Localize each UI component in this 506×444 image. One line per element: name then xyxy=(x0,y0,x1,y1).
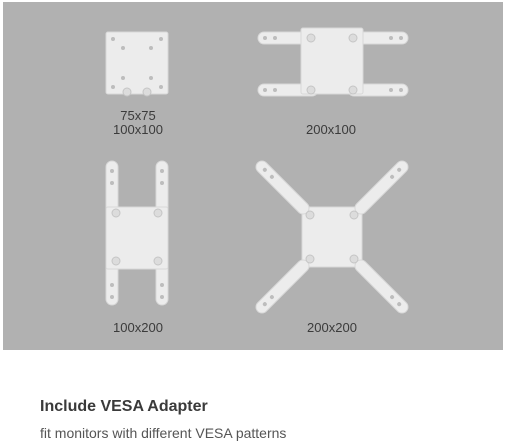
adapter-label: 100x200 xyxy=(113,320,163,335)
adapter-label-line1: 75x75 xyxy=(120,108,156,123)
adapter-200x200: 200x200 xyxy=(253,160,503,350)
adapter-label: 200x200 xyxy=(307,320,357,335)
adapter-200x100: 200x100 xyxy=(253,2,503,177)
adapter-75x75-100x100: 75x75 100x100 xyxy=(3,2,253,177)
caption-subtitle: fit monitors with different VESA pattern… xyxy=(40,425,287,441)
plate-200x100-image xyxy=(257,27,409,97)
caption-title: Include VESA Adapter xyxy=(40,398,208,415)
product-image-panel: 75x75 100x100 200x100 xyxy=(3,2,503,350)
adapter-100x200: 100x200 xyxy=(3,160,253,350)
plate-100x200-image xyxy=(105,160,169,306)
adapter-label-line2: 100x100 xyxy=(113,122,163,137)
plate-200x200-image xyxy=(255,160,409,314)
plate-75x100-image xyxy=(105,31,169,97)
adapter-label: 200x100 xyxy=(306,122,356,137)
